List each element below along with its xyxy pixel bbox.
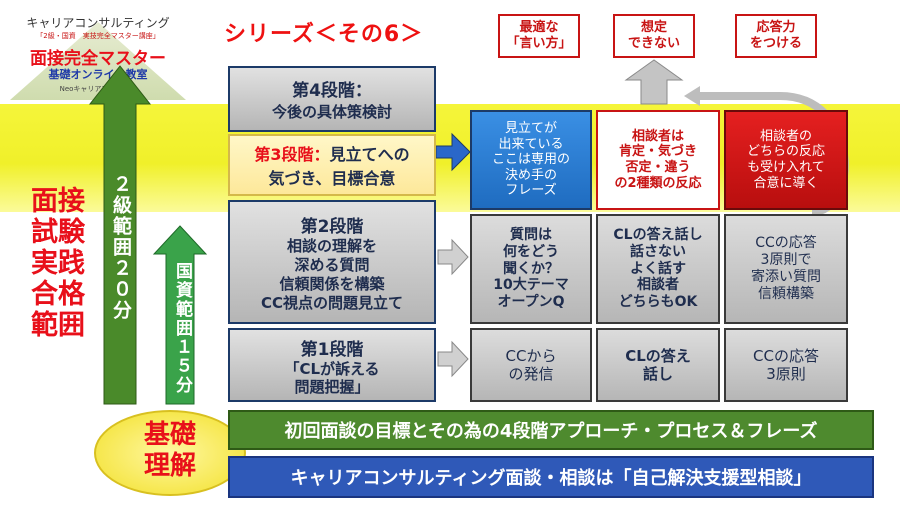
side-label: 面接 試験 実践 合格 範囲	[31, 186, 85, 341]
stage-3-title: 第3段階：	[254, 145, 330, 164]
stage-2-title: 第2段階	[300, 216, 364, 237]
kiso-label: 基礎 理解	[143, 420, 196, 481]
stage-3-inline: 見立てへの	[329, 145, 410, 164]
logo-line1: キャリアコンサルティング	[26, 16, 170, 30]
cell-r3-c2: 相談者は 肯定・気づき 否定・違う の2種類の反応	[596, 110, 720, 210]
arrow-kokushi-shape	[152, 225, 208, 405]
arrow-kokushi-label: 国資範囲１５分	[172, 262, 192, 395]
stage-4-title: 第4段階：	[292, 81, 372, 101]
stage-3-body: 気づき、目標合意	[268, 169, 396, 188]
arrow-2kyu-label: ２級範囲２０分	[110, 174, 132, 321]
stage-1-title: 第1段階	[300, 339, 364, 360]
stage-4-body: 今後の具体策検討	[271, 103, 392, 121]
cell-r2-c1: 質問は 何をどう 聞くか？ 10大テーマ オープンQ	[470, 214, 592, 324]
logo-line2: 「2級・国資 実技完全マスター講座」	[36, 32, 160, 40]
bar-green: 初回面談の目標とその為の4段階アプローチ・プロセス＆フレーズ	[228, 410, 874, 450]
up-arrow-icon	[624, 59, 684, 105]
cell-r1-c3: CCの応答 3原則	[724, 328, 848, 402]
arrow-right-icon	[437, 238, 469, 276]
stage-2-body: 相談の理解を 深める質問 信頼関係を構築 CC視点の問題見立て	[260, 236, 404, 312]
cell-r1-c1: CCから の発信	[470, 328, 592, 402]
stage-4: 第4段階： 今後の具体策検討	[228, 66, 436, 132]
cell-r3-c1: 見立てが 出来ている ここは専用の 決め手の フレーズ	[470, 110, 592, 210]
arrow-right-icon	[437, 340, 469, 378]
logo-line3: 面接完全マスター	[30, 49, 166, 69]
logo-line5: Neoキャリアアカデミー	[59, 85, 137, 93]
stage-1: 第1段階 「CLが訴える 問題把握」	[228, 328, 436, 402]
top-box-response-ability: 応答力 をつける	[735, 14, 817, 58]
kiso-ellipse	[94, 410, 246, 496]
stage-1-body: 「CLが訴える 問題把握」	[284, 359, 380, 396]
top-box-unexpected: 想定 できない	[613, 14, 695, 58]
stage-2: 第2段階 相談の理解を 深める質問 信頼関係を構築 CC視点の問題見立て	[228, 200, 436, 324]
cell-r1-c2: CLの答え 話し	[596, 328, 720, 402]
stage-3: 第3段階：見立てへの 気づき、目標合意	[228, 134, 436, 196]
arrow-right-icon	[435, 132, 471, 172]
top-box-best-phrasing: 最適な 「言い方」	[498, 14, 580, 58]
arrow-2kyu-shape	[88, 65, 152, 405]
series-title: シリーズ＜その6＞	[224, 22, 424, 47]
bar-blue: キャリアコンサルティング面談・相談は「自己解決支援型相談」	[228, 456, 874, 498]
cell-r2-c3: CCの応答 3原則で 寄添い質問 信頼構築	[724, 214, 848, 324]
cell-r2-c2: CLの答え話し 話さない よく話す 相談者 どちらもOK	[596, 214, 720, 324]
cell-r3-c3: 相談者の どちらの反応 も受け入れて 合意に導く	[724, 110, 848, 210]
